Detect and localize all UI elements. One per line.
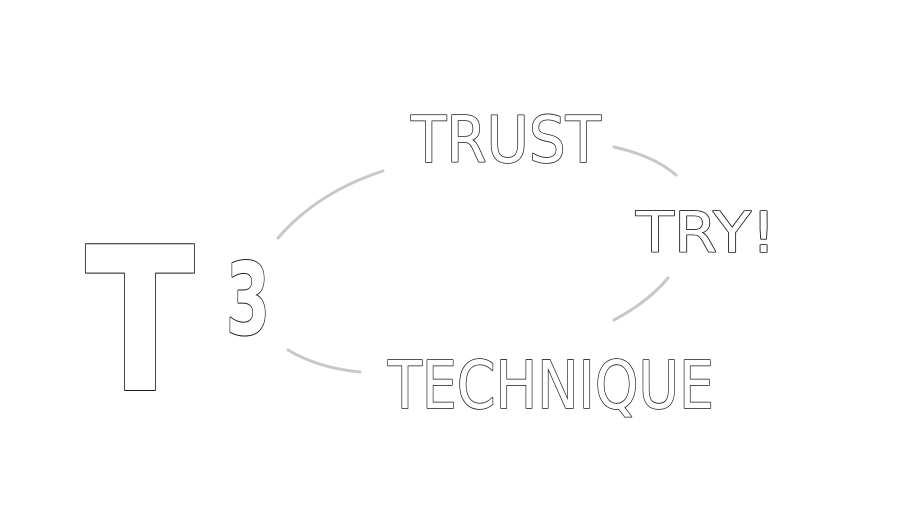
label-try: TRY! <box>635 201 776 266</box>
arc-top-right <box>612 145 678 177</box>
arc-right-bottom <box>612 276 670 322</box>
t-letter: T <box>85 205 195 438</box>
superscript-three: 3 <box>226 241 270 358</box>
label-trust: TRUST <box>410 104 602 178</box>
arc-bottom-left <box>286 348 362 374</box>
label-technique: TECHNIQUE <box>387 347 714 424</box>
arc-top-left <box>276 169 385 240</box>
